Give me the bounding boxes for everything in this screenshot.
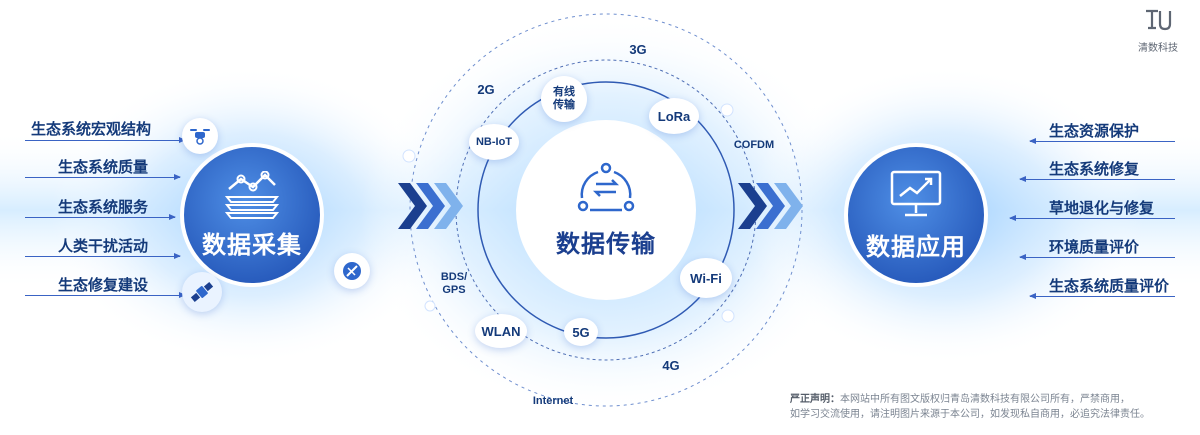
logo-text: 清数科技 <box>1138 43 1178 54</box>
right-arrow-4 <box>1019 254 1175 260</box>
satellite-icon <box>182 272 222 312</box>
left-label-5: 生态修复建设 <box>58 277 149 294</box>
node-cofdm: COFDM <box>733 139 775 151</box>
left-arrow-1 <box>25 137 186 143</box>
logo-mark-icon <box>1146 9 1172 31</box>
left-label-4: 人类干扰活动 <box>58 238 149 255</box>
node-bds-gps: BDS/ GPS <box>440 271 468 296</box>
left-label-3: 生态系统服务 <box>58 199 149 216</box>
copyright-disclaimer: 严正声明：本网站中所有图文版权归青岛清数科技有限公司所有，严禁商用， 如学习交流… <box>790 392 1190 422</box>
node-wlan: WLAN <box>475 314 527 348</box>
right-label-4: 环境质量评价 <box>1049 239 1140 256</box>
left-label-1: 生态系统宏观结构 <box>31 121 152 138</box>
right-arrow-5 <box>1029 293 1175 299</box>
node-nbiot: NB-IoT <box>469 124 519 160</box>
right-label-3: 草地退化与修复 <box>1049 200 1155 217</box>
node-5g: 5G <box>564 318 598 346</box>
apply-hub: 数据应用 <box>846 145 986 285</box>
right-arrow-2 <box>1019 176 1175 182</box>
right-arrow-3 <box>1009 215 1175 221</box>
data-layers-chart-icon <box>224 170 280 219</box>
left-arrow-2 <box>25 174 181 180</box>
chevrons-right <box>738 183 803 229</box>
disclaimer-lead: 严正声明： <box>790 394 840 405</box>
apply-hub-title: 数据应用 <box>866 233 966 261</box>
drone-icon <box>182 118 218 154</box>
node-wifi: Wi-Fi <box>680 258 732 298</box>
transfer-hub: 数据传输 <box>516 120 696 300</box>
left-label-2: 生态系统质量 <box>58 159 149 176</box>
right-arrow-1 <box>1029 138 1175 144</box>
company-logo: 清数科技 <box>1130 8 1186 54</box>
satellite-dish-icon <box>334 253 370 289</box>
collect-hub: 数据采集 <box>182 145 322 285</box>
node-4g: 4G <box>662 357 680 373</box>
left-arrow-4 <box>25 253 181 259</box>
outer-ring <box>409 13 803 407</box>
right-label-1: 生态资源保护 <box>1049 123 1140 140</box>
node-2g: 2G <box>477 81 495 97</box>
chevrons-left <box>398 183 463 229</box>
node-internet: Internet <box>532 395 574 407</box>
left-arrow-3 <box>25 214 176 220</box>
node-wired: 有线 传输 <box>541 76 587 122</box>
left-arrow-5 <box>25 292 186 298</box>
collect-hub-title: 数据采集 <box>202 231 302 259</box>
right-label-2: 生态系统修复 <box>1049 161 1140 178</box>
disclaimer-line1: 本网站中所有图文版权归青岛清数科技有限公司所有，严禁商用， <box>840 394 1130 405</box>
inner-ring <box>477 81 735 339</box>
node-lora: LoRa <box>649 98 699 134</box>
right-label-5: 生态系统质量评价 <box>1049 278 1170 295</box>
disclaimer-line2: 如学习交流使用，请注明图片来源于本公司，如发现私自商用，必追究法律责任。 <box>790 409 1150 420</box>
transfer-hub-title: 数据传输 <box>556 230 656 258</box>
node-3g: 3G <box>629 41 647 57</box>
exchange-cycle-icon <box>577 162 635 211</box>
monitor-trend-icon <box>890 170 942 216</box>
